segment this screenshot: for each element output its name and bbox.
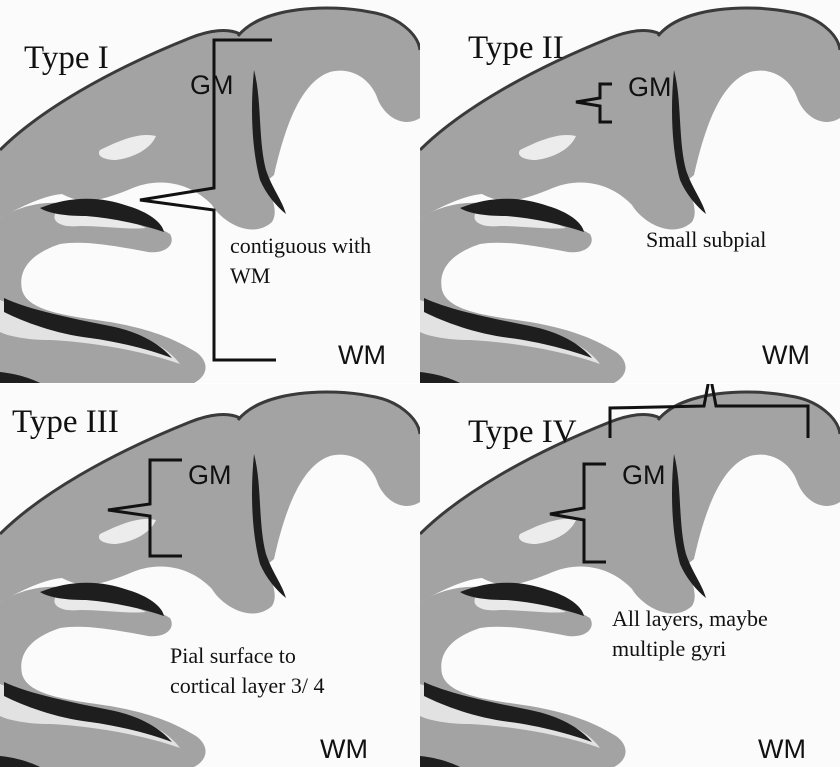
panel-title: Type II xyxy=(468,30,564,67)
white-matter-label: WM xyxy=(758,734,806,765)
bracket-annotation xyxy=(0,384,420,767)
panel-type-1: Type I GM WM contiguous with WM xyxy=(0,0,420,383)
gray-matter-label: GM xyxy=(188,460,232,491)
caption-line: All layers, maybe xyxy=(612,604,768,634)
caption-line: cortical layer 3/ 4 xyxy=(170,671,325,701)
panel-title: Type IV xyxy=(468,414,577,451)
panel-type-4: Type IV GM WM All layers, maybe multiple… xyxy=(420,384,840,767)
panel-title: Type III xyxy=(12,404,119,441)
caption-line: Small subpial xyxy=(646,225,766,255)
gray-matter-label: GM xyxy=(628,72,672,103)
white-matter-label: WM xyxy=(338,340,386,371)
gray-matter-label: GM xyxy=(190,70,234,101)
caption-line: multiple gyri xyxy=(612,634,768,664)
caption: contiguous with WM xyxy=(230,231,371,291)
caption-line: Pial surface to xyxy=(170,641,325,671)
panel-type-3: Type III GM WM Pial surface to cortical … xyxy=(0,384,420,767)
caption: Pial surface to cortical layer 3/ 4 xyxy=(170,641,325,701)
gray-matter-label: GM xyxy=(622,460,666,491)
panel-type-2: Type II GM WM Small subpial xyxy=(420,0,840,383)
panel-title: Type I xyxy=(24,40,109,77)
caption: All layers, maybe multiple gyri xyxy=(612,604,768,664)
caption-line: WM xyxy=(230,261,371,291)
white-matter-label: WM xyxy=(320,734,368,765)
caption: Small subpial xyxy=(646,225,766,255)
caption-line: contiguous with xyxy=(230,231,371,261)
white-matter-label: WM xyxy=(762,340,810,371)
